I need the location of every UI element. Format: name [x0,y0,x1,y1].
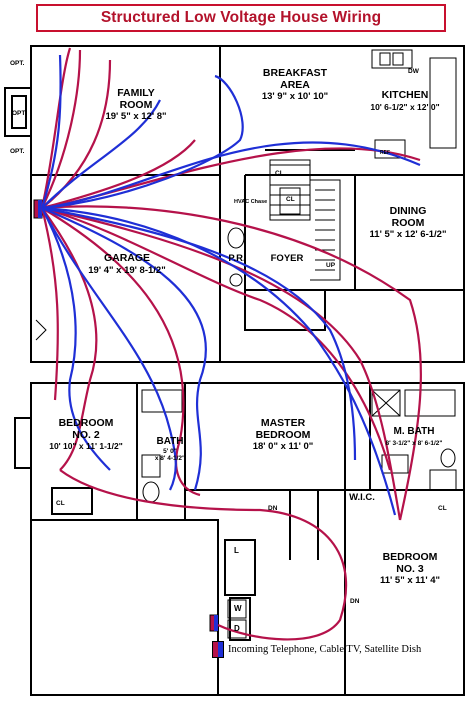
room-name-line1: DINING [389,205,427,217]
legend: Incoming Telephone, Cable TV, Satellite … [212,641,421,658]
room-name-line1: BEDROOM [382,551,438,563]
room-wic: W.I.C. [345,492,379,504]
room-name: GARAGE [103,252,151,264]
room-name: W.I.C. [349,492,375,503]
room-dims: 19' 5" x 12' 8" [105,111,167,122]
washer-label: W [234,604,242,613]
room-name-line1: FAMILY [117,87,155,99]
stairs-down-label-1: DN [268,505,278,512]
red-wires [40,47,422,641]
room-dims: 11' 5" x 11' 4" [379,575,441,586]
room-name-line1: BEDROOM [58,417,114,429]
room-dims-line1: 5' 0" [163,447,177,455]
room-dims: 11' 5" x 12' 6-1/2" [369,229,447,240]
closet-label-1: CL [286,196,295,203]
room-name: M. BATH [393,426,435,437]
room-bath: BATH 5' 0" x 8' 4-1/2" [148,436,192,463]
room-name-line2: BEDROOM [255,428,311,441]
room-dims: 19' 4" x 19' 8-1/2" [88,264,166,276]
hvac-chase-label: HVAC Chase [234,199,268,205]
legend-swatch-red [213,642,218,657]
room-name: KITCHEN [381,89,429,101]
room-breakfast: BREAKFAST AREA 13' 9" x 10' 10" [240,67,350,103]
room-dims: 10' 6-1/2" x 12' 0" [370,101,440,112]
room-dims: 18' 0" x 11' 0" [252,441,314,452]
room-bedroom-3: BEDROOM NO. 3 11' 5" x 11' 4" [360,551,460,587]
closet-label-4: CL [438,505,447,512]
room-name-line2: ROOM [119,98,153,111]
room-master-bath: M. BATH 8' 3-1/2" x 8' 6-1/2" [364,426,464,449]
opt-label-mid: OPT. [12,110,27,117]
room-name-line1: MASTER [260,417,306,429]
dw-label: DW [408,68,419,75]
stairs-down-label-2: DN [350,598,360,605]
room-powder: P.R. [224,253,250,265]
room-dims-line2: x 8' 4-1/2" [154,455,186,462]
room-bedroom-2: BEDROOM NO. 2 10' 10" x 11' 1-1/2" [40,417,132,453]
room-name-line2: NO. 2 [72,428,100,441]
room-kitchen: KITCHEN 10' 6-1/2" x 12' 0" [360,89,450,113]
room-dims: 10' 10" x 11' 1-1/2" [49,441,123,451]
room-name-line2: NO. 3 [396,562,424,575]
room-dims: 13' 9" x 10' 10" [261,91,329,102]
page-title: Structured Low Voltage House Wiring [100,9,382,26]
linen-label: L [234,546,239,555]
room-name: BATH [156,436,184,447]
legend-swatch-blue [218,642,223,657]
opt-label-left: OPT. [10,148,25,155]
room-dining: DINING ROOM 11' 5" x 12' 6-1/2" [358,205,458,241]
legend-swatch [212,641,224,658]
room-foyer: FOYER [262,253,312,265]
room-dims: 8' 3-1/2" x 8' 6-1/2" [385,439,443,447]
room-family: FAMILY ROOM 19' 5" x 12' 8" [86,87,186,123]
opt-label-top: OPT. [10,60,25,67]
stairs-up-label: UP [326,262,336,269]
room-name-line2: AREA [280,78,310,91]
blue-wires [40,54,421,516]
closet-label-2: CL [275,170,284,177]
closet-label-3: CL [56,500,65,507]
room-name-line1: BREAKFAST [262,67,328,79]
room-master-bedroom: MASTER BEDROOM 18' 0" x 11' 0" [228,417,338,453]
legend-text: Incoming Telephone, Cable TV, Satellite … [228,644,422,655]
ref-label: REF [380,150,390,156]
title-box: Structured Low Voltage House Wiring [36,4,446,32]
dryer-label: D [234,624,240,633]
fixtures [35,49,457,639]
room-name-line2: ROOM [391,216,425,229]
room-name: P.R. [228,253,246,264]
room-garage: GARAGE 19' 4" x 19' 8-1/2" [72,252,182,276]
room-name: FOYER [270,253,304,264]
